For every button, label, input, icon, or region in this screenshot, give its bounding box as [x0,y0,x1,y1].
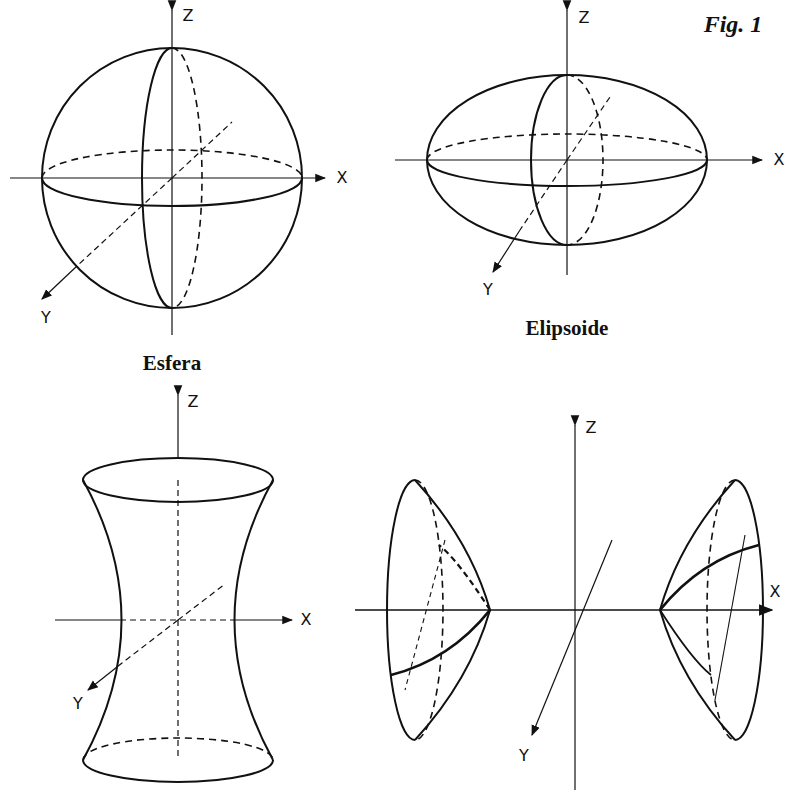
figure-caption: Elipsoide [526,318,609,339]
figure-number: Fig. 1 [704,12,763,36]
axis-label: Z [183,8,194,24]
axis-label: Y [41,310,51,326]
axis-label: Z [188,394,199,410]
axis-label: Y [73,696,83,712]
axis-label: Y [519,748,529,764]
axis-label: Z [579,10,590,26]
axis-label: X [774,152,785,168]
axis-label: X [337,170,348,186]
figure-caption: Esfera [143,353,201,374]
axis-label: X [770,584,781,600]
axis-label: X [301,612,312,628]
hyperboloid-two-sheets [355,425,772,790]
axis-label: Z [586,420,597,436]
axis-label: Y [483,282,493,298]
sphere [10,10,325,335]
hyperboloid-one-sheet [55,395,292,782]
ellipsoid [395,10,762,275]
